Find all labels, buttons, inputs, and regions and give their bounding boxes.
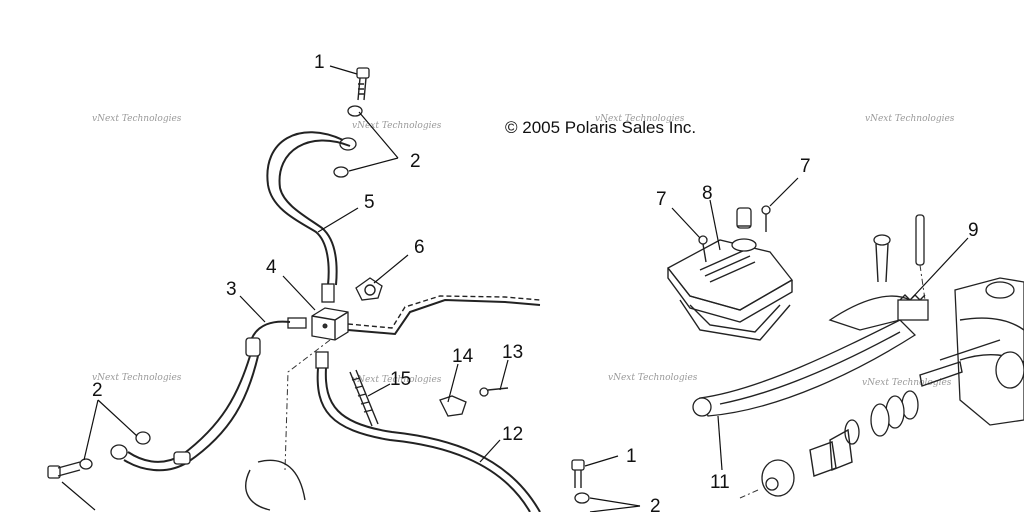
banjo-bolt-left <box>47 461 81 479</box>
reservoir-cover <box>667 238 793 323</box>
washer <box>135 431 151 445</box>
washer <box>333 166 349 178</box>
copyright-notice: © 2005 Polaris Sales Inc. <box>505 118 696 137</box>
callout-number: 6 <box>414 237 425 258</box>
frame-outline <box>245 459 306 511</box>
banjo-bolt-top <box>356 67 370 101</box>
piston-kit <box>761 339 1001 497</box>
brake-hose-lower <box>316 367 531 512</box>
callout-number: 7 <box>800 156 811 177</box>
watermark: vNext Technologies <box>865 114 955 124</box>
banjo-bolt-lower <box>571 459 585 488</box>
callout-number: 14 <box>452 346 474 367</box>
callout-number: 4 <box>266 257 277 278</box>
master-cylinder-body <box>954 277 1024 426</box>
watermark: vNext Technologies <box>92 373 182 383</box>
callout-number: 8 <box>702 183 713 204</box>
callout-number: 1 <box>314 52 325 73</box>
watermark: vNext Technologies <box>352 375 442 385</box>
callout-number: 2 <box>92 380 103 401</box>
lever-pivot-pin <box>873 234 891 283</box>
hose-fitting <box>315 351 329 369</box>
callout-number: 7 <box>656 189 667 210</box>
callout-number: 3 <box>226 279 237 300</box>
brake-lever <box>692 295 917 417</box>
callout-number: 15 <box>390 369 411 390</box>
washer <box>347 105 363 117</box>
banjo-fitting <box>339 137 357 151</box>
brake-hose-upper <box>266 131 344 286</box>
bracket-screw <box>479 387 509 397</box>
callout-number: 11 <box>710 472 730 493</box>
banjo-fitting <box>110 444 128 460</box>
mounting-bracket <box>439 395 467 417</box>
brake-hose-left <box>127 355 251 463</box>
watermark: vNext Technologies <box>92 114 182 124</box>
watermark: vNext Technologies <box>862 378 952 388</box>
brake-line-rear <box>347 298 541 336</box>
cover-screw <box>698 235 708 263</box>
callout-number: 9 <box>968 220 979 241</box>
hose-sleeve <box>245 337 261 357</box>
callout-number: 2 <box>410 151 421 172</box>
callout-number: 2 <box>650 496 661 512</box>
washer <box>79 458 93 470</box>
callout-number: 13 <box>502 342 523 363</box>
cover-screw <box>761 205 771 232</box>
hose-fitting <box>287 317 307 329</box>
watermark: vNext Technologies <box>352 121 442 131</box>
watermark: vNext Technologies <box>608 373 698 383</box>
callout-number: 12 <box>502 424 523 445</box>
callout-number: 5 <box>364 192 375 213</box>
return-spring <box>897 294 929 321</box>
hose-clip <box>349 369 379 427</box>
brake-switch <box>355 277 383 301</box>
brake-junction-block <box>311 307 349 341</box>
washer <box>574 492 590 504</box>
pivot-sleeve <box>915 214 925 266</box>
reservoir-cap <box>736 207 752 229</box>
callout-number: 1 <box>626 446 637 467</box>
hose-fitting <box>321 283 335 303</box>
reservoir-body <box>679 299 791 341</box>
watermark: vNext Technologies <box>595 114 685 124</box>
